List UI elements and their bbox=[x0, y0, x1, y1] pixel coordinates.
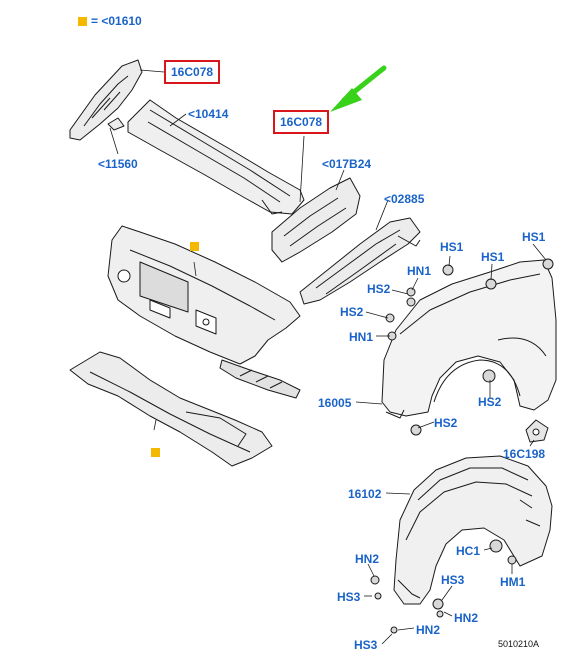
label-hm1[interactable]: HM1 bbox=[500, 575, 526, 589]
label-16c198[interactable]: 16C198 bbox=[503, 447, 546, 461]
label-hs2[interactable]: HS2 bbox=[478, 395, 502, 409]
label-16005[interactable]: 16005 bbox=[318, 396, 352, 410]
figure-reference: 5010210A bbox=[498, 639, 540, 649]
marker-square bbox=[151, 448, 160, 457]
wheelhouse-liner-part bbox=[393, 455, 553, 605]
label-hn1[interactable]: HN1 bbox=[349, 330, 374, 344]
label-11560[interactable]: <11560 bbox=[98, 157, 138, 171]
label-10414[interactable]: <10414 bbox=[188, 107, 229, 121]
label-hs1[interactable]: HS1 bbox=[440, 240, 464, 254]
label-hn1[interactable]: HN1 bbox=[407, 264, 432, 278]
dash-panel-part bbox=[107, 225, 301, 399]
label-hs2[interactable]: HS2 bbox=[340, 305, 364, 319]
fasteners bbox=[370, 258, 554, 634]
label-16c078-top[interactable]: 16C078 bbox=[164, 60, 221, 84]
label-16102[interactable]: 16102 bbox=[348, 487, 382, 501]
upper-bracket-part bbox=[69, 59, 143, 141]
label-hs2[interactable]: HS2 bbox=[434, 416, 458, 430]
small-bracket-16c198-part bbox=[525, 419, 549, 443]
label-16c078-highlighted[interactable]: 16C078 bbox=[273, 110, 330, 134]
label-017b24[interactable]: <017B24 bbox=[322, 157, 372, 171]
label-hs3[interactable]: HS3 bbox=[441, 573, 465, 587]
legend-text: = <01610 bbox=[91, 14, 142, 28]
label-hn2[interactable]: HN2 bbox=[416, 623, 441, 637]
lower-crossmember-part bbox=[69, 351, 273, 467]
front-fender-part bbox=[381, 259, 557, 419]
label-hn2[interactable]: HN2 bbox=[454, 611, 479, 625]
legend-marker bbox=[78, 16, 87, 26]
label-hs2[interactable]: HS2 bbox=[367, 282, 391, 296]
legend: = <01610 bbox=[78, 14, 142, 28]
label-hs3[interactable]: HS3 bbox=[354, 638, 378, 652]
wheelhouse-rail-part bbox=[299, 217, 421, 305]
label-hn2[interactable]: HN2 bbox=[355, 552, 380, 566]
label-hs1[interactable]: HS1 bbox=[522, 230, 546, 244]
label-02885[interactable]: <02885 bbox=[384, 192, 425, 206]
cowl-bracket-part bbox=[271, 177, 361, 263]
cowl-top-panel-part bbox=[127, 99, 305, 215]
label-hs1[interactable]: HS1 bbox=[481, 250, 505, 264]
marker-square bbox=[190, 242, 199, 251]
label-hs3[interactable]: HS3 bbox=[337, 590, 361, 604]
label-hc1[interactable]: HC1 bbox=[456, 544, 481, 558]
leader-lines bbox=[109, 69, 547, 645]
green-arrow-icon bbox=[330, 65, 387, 112]
